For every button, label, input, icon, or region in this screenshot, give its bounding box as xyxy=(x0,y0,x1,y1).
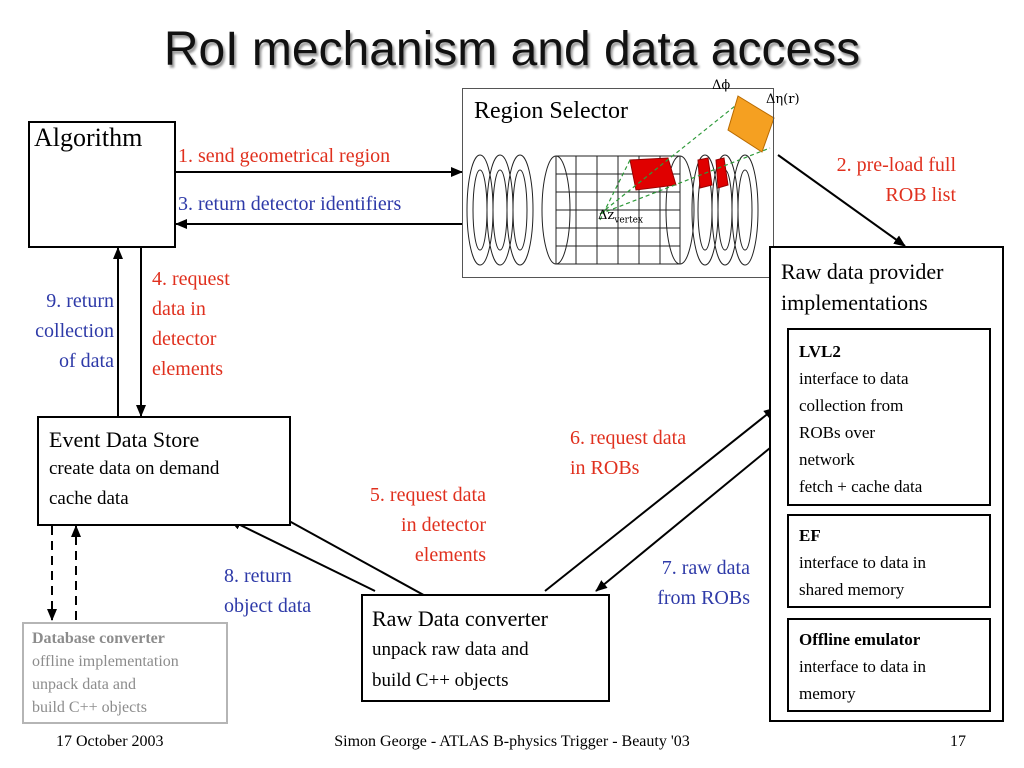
raw-data-converter-title: Raw Data converter xyxy=(372,606,548,631)
provider-item-line: interface to data xyxy=(799,369,909,388)
provider-item-name: LVL2 xyxy=(799,342,841,361)
eta-phi-window xyxy=(727,95,775,153)
delta-z-label: Δzvertex xyxy=(598,208,643,226)
database-converter-line: offline implementation xyxy=(32,653,179,670)
database-converter-title: Database converter xyxy=(32,630,165,647)
provider-item-line: interface to data in xyxy=(799,657,926,676)
provider-item-ef: EF interface to data in shared memory xyxy=(787,514,991,608)
database-converter-line: build C++ objects xyxy=(32,699,147,716)
event-data-store-box: Event Data Store create data on demand c… xyxy=(37,416,291,526)
provider-item-line: interface to data in xyxy=(799,553,926,572)
provider-item-lvl2: LVL2 interface to data collection from R… xyxy=(787,328,991,506)
footer-date: 17 October 2003 xyxy=(56,733,164,750)
page-title: RoI mechanism and data access xyxy=(163,23,861,76)
raw-data-provider-title: Raw data provider implementations xyxy=(781,259,944,315)
footer-page-number: 17 xyxy=(950,733,966,750)
footer-center: Simon George - ATLAS B-physics Trigger -… xyxy=(334,733,690,750)
arrow-preload-rob xyxy=(777,154,906,247)
event-data-store-line: cache data xyxy=(49,488,129,509)
database-converter-box: Database converter offline implementatio… xyxy=(22,622,228,724)
delta-eta-label: Δη(r) xyxy=(766,92,800,107)
label-send-region: 1. send geometrical region xyxy=(178,145,391,167)
projection-lines xyxy=(599,101,771,221)
raw-data-provider-box: Raw data provider implementations LVL2 i… xyxy=(769,246,1004,722)
algorithm-box: Algorithm xyxy=(28,121,176,248)
delta-phi-label: Δϕ xyxy=(712,78,731,93)
region-selector-box xyxy=(462,88,774,278)
provider-item-offline-emulator: Offline emulator interface to data in me… xyxy=(787,618,991,712)
provider-item-line: ROBs over xyxy=(799,423,876,442)
region-selector-label: Region Selector xyxy=(474,98,628,124)
provider-item-line: shared memory xyxy=(799,580,905,599)
provider-item-line: fetch + cache data xyxy=(799,477,923,496)
database-converter-line: unpack data and xyxy=(32,676,136,693)
provider-item-name: Offline emulator xyxy=(799,630,921,649)
provider-item-line: collection from xyxy=(799,396,904,415)
provider-item-line: memory xyxy=(799,684,856,703)
arrow-request-robs xyxy=(544,407,776,592)
arrow-raw-data xyxy=(595,447,771,592)
raw-data-converter-line: build C++ objects xyxy=(372,670,509,691)
arrow-return-object xyxy=(229,519,376,592)
event-data-store-line: create data on demand xyxy=(49,458,220,479)
label-return-identifiers: 3. return detector identifiers xyxy=(178,193,402,215)
arrow-request-detector xyxy=(279,515,441,605)
provider-item-name: EF xyxy=(799,526,821,545)
algorithm-label: Algorithm xyxy=(34,123,143,152)
event-data-store-title: Event Data Store xyxy=(49,427,200,452)
raw-data-converter-line: unpack raw data and xyxy=(372,639,529,660)
raw-data-converter-box: Raw Data converter unpack raw data and b… xyxy=(361,594,610,702)
provider-item-line: network xyxy=(799,450,855,469)
